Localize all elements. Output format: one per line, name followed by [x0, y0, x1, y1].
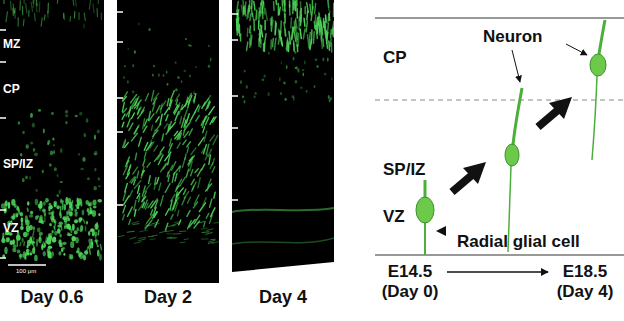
tick-mark	[117, 131, 123, 133]
micrograph	[232, 0, 334, 272]
tick-mark	[117, 41, 123, 43]
fluorescence	[118, 23, 219, 244]
connector-arrow	[447, 271, 548, 272]
tick-mark	[232, 127, 238, 129]
cell-process	[424, 222, 426, 255]
fluorescence	[232, 0, 334, 244]
pointer-arrowhead	[436, 226, 446, 236]
scale-bar	[8, 264, 46, 266]
tick-mark	[0, 209, 6, 211]
scale-label: 100 μm	[16, 268, 36, 275]
migration-arrow	[452, 162, 486, 192]
leader-line	[512, 50, 520, 82]
leader-line	[566, 44, 587, 55]
cell-process	[592, 76, 597, 160]
tick-mark	[232, 199, 238, 201]
layer-line	[375, 18, 624, 19]
tick-mark	[0, 117, 6, 119]
tick-mark	[117, 97, 123, 99]
layer-label: SP/IZ	[3, 158, 33, 172]
layer-line	[375, 255, 624, 256]
layer-label: VZ	[383, 207, 405, 227]
tick-mark	[232, 39, 238, 41]
cell-label: Radial glial cell	[457, 232, 580, 252]
micrograph-panels	[0, 0, 334, 283]
micrograph-panel: Day 2	[117, 0, 219, 316]
panel-caption: Day 2	[117, 287, 219, 308]
cell-soma	[416, 197, 434, 223]
tick-mark	[232, 13, 238, 15]
tick-mark	[0, 257, 6, 259]
time-point: E14.5 (Day 0)	[377, 262, 443, 302]
cell-soma	[505, 144, 519, 166]
micrograph-panel: MZ CP SP/IZ VZ 100 μm Day 0.6	[0, 0, 104, 316]
tick-mark	[0, 61, 6, 63]
panel-caption: Day 0.6	[0, 287, 104, 308]
layer-label: VZ	[3, 222, 18, 236]
time-point: E18.5 (Day 4)	[552, 262, 618, 302]
tick-mark	[117, 11, 123, 13]
layer-boundary	[375, 100, 624, 101]
cell-soma	[590, 54, 606, 76]
layer-label: CP	[3, 83, 20, 97]
tick-mark	[232, 95, 238, 97]
fluorescence	[1, 0, 102, 261]
tick-mark	[117, 204, 123, 206]
cell-process	[424, 180, 427, 198]
layer-label: SP/IZ	[383, 160, 426, 180]
migration-arrow	[538, 97, 572, 127]
micrograph-panel: Day 4	[232, 0, 334, 316]
micrograph	[117, 0, 219, 283]
cell-label: Neuron	[483, 27, 543, 47]
cell-process	[513, 88, 522, 145]
tick-mark	[0, 29, 6, 31]
time-label: E14.5 (Day 0)	[377, 262, 443, 302]
cell-process	[599, 20, 605, 54]
schematic	[375, 18, 624, 255]
panel-caption: Day 4	[232, 287, 334, 308]
layer-label: CP	[383, 48, 407, 68]
micrograph	[0, 0, 104, 283]
layer-label: MZ	[3, 38, 20, 52]
time-label: E18.5 (Day 4)	[552, 262, 618, 302]
